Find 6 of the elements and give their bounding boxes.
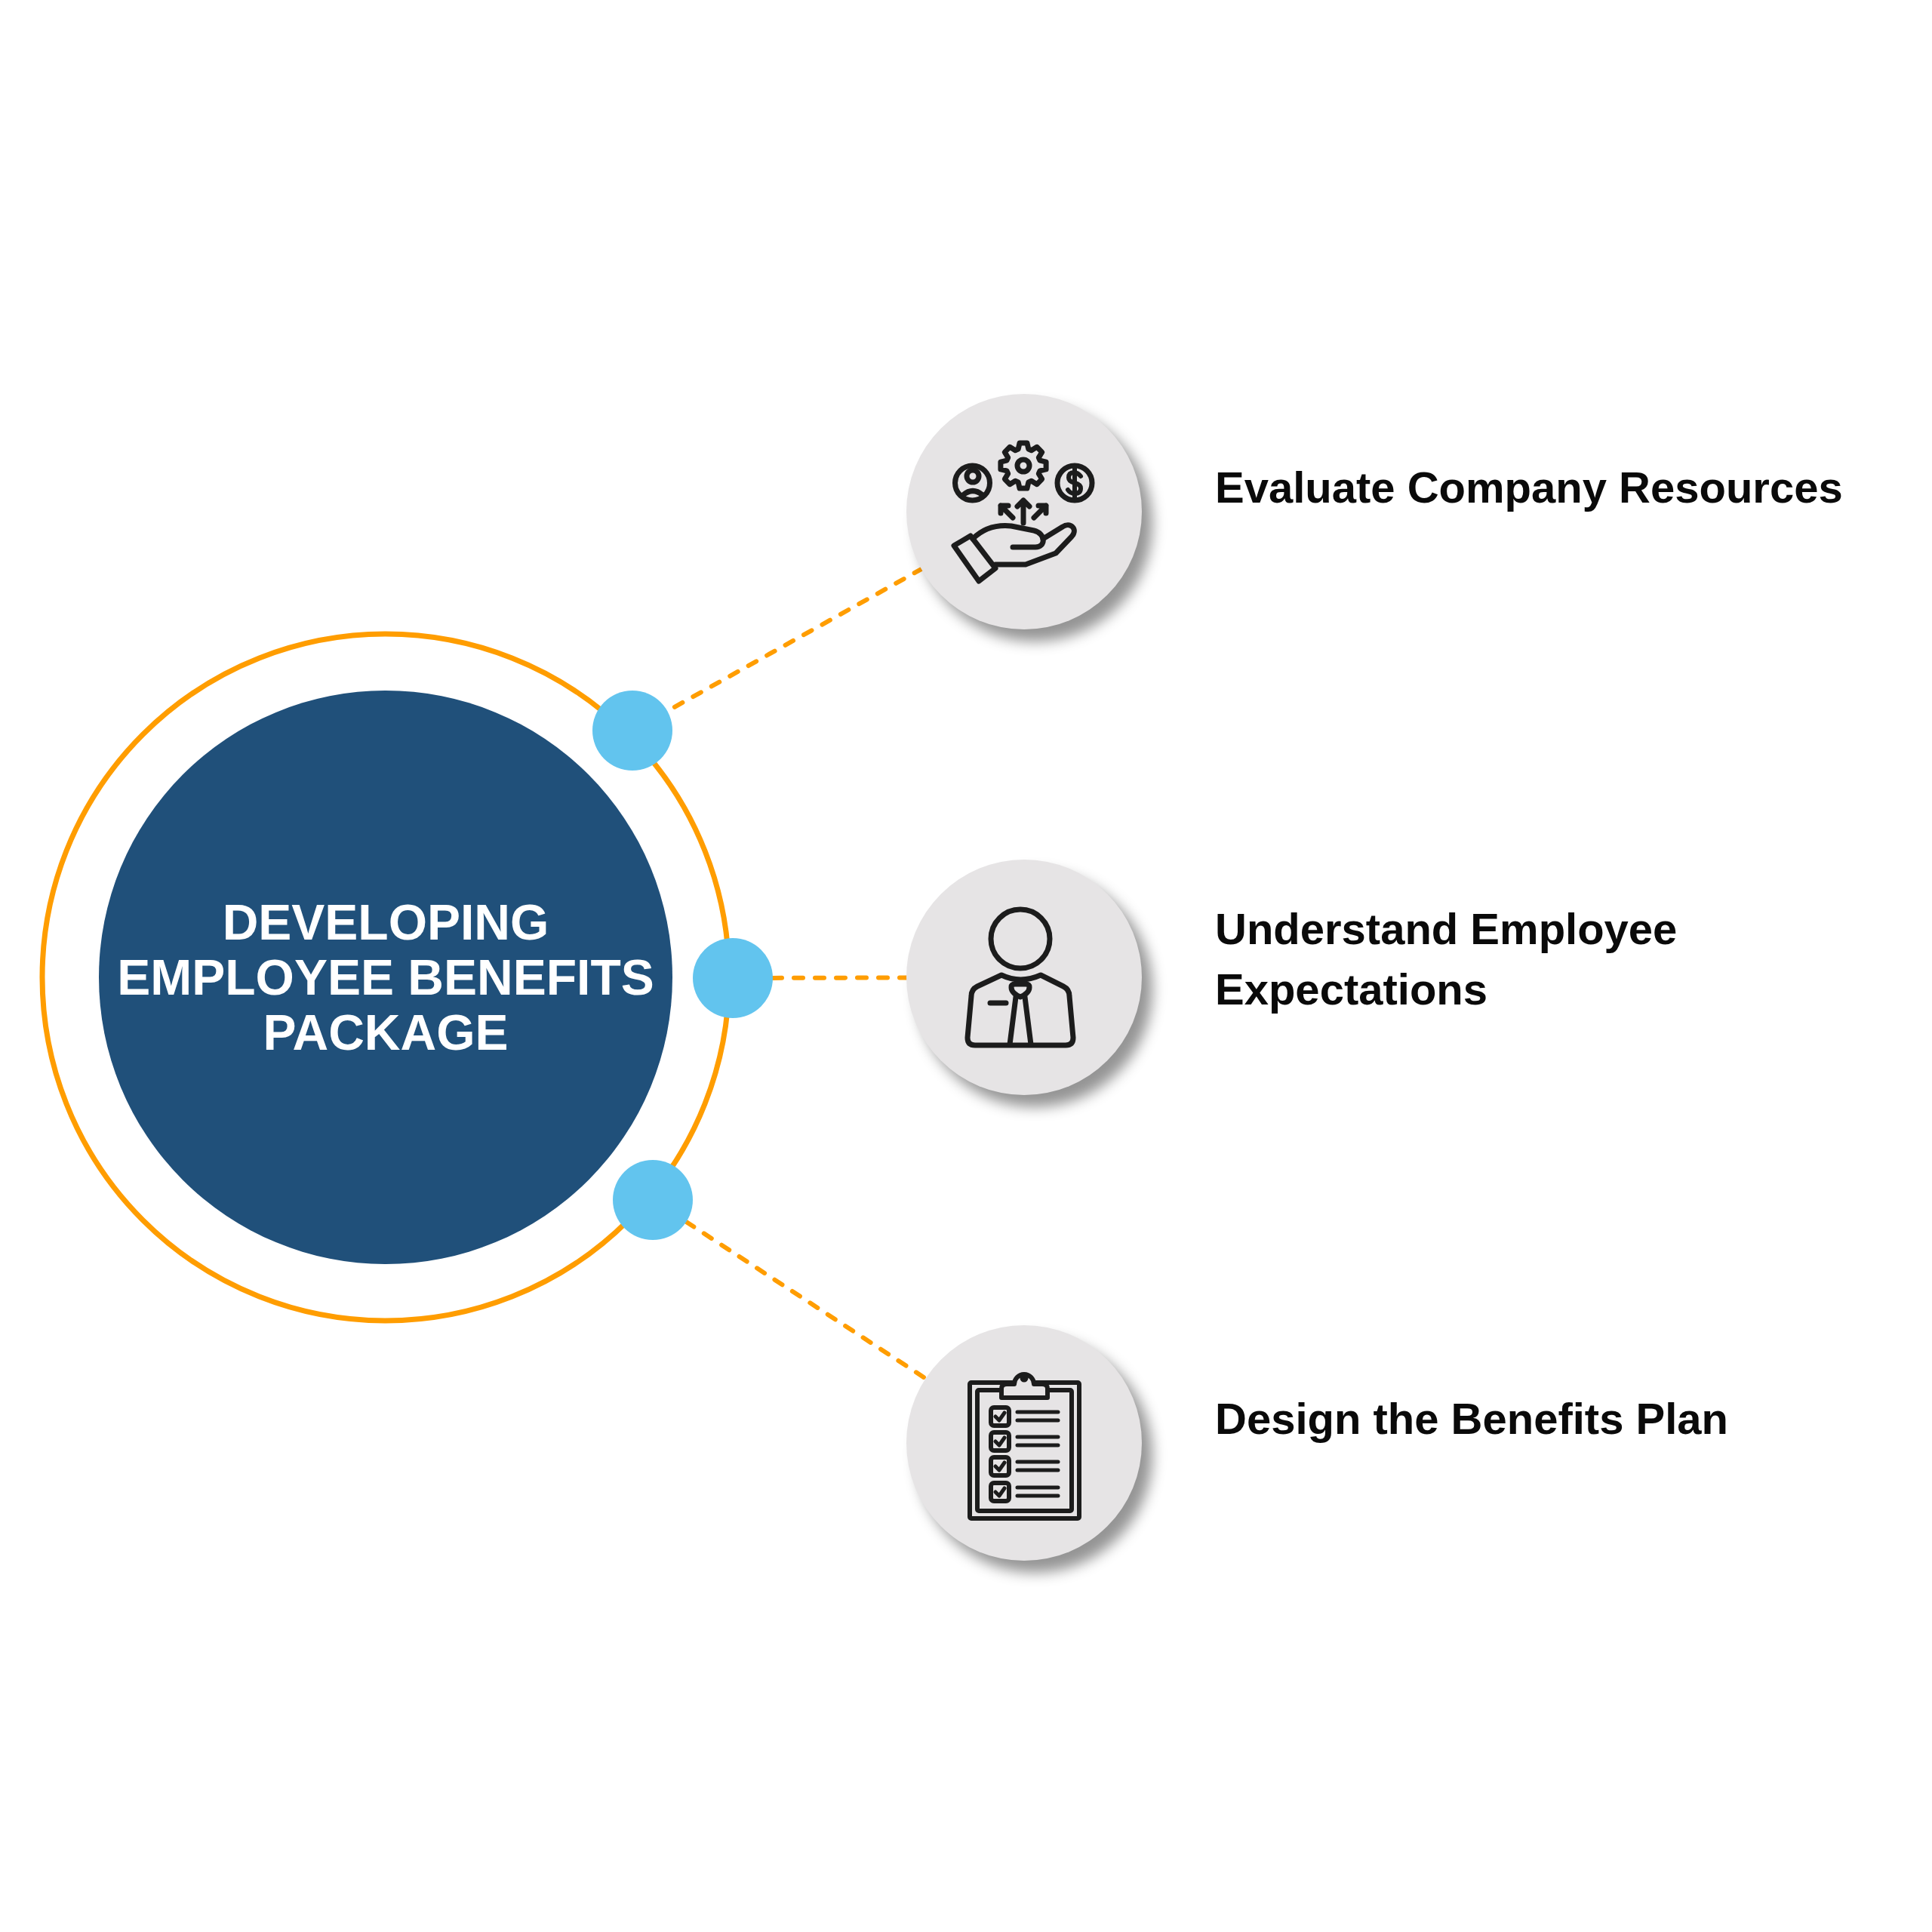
title-text: DEVELOPING EMPLOYEE BENEFITS PACKAGE (116, 894, 655, 1060)
step-label: Design the Benefits Plan (1215, 1393, 1729, 1444)
dashed-connector (684, 1220, 928, 1381)
step-label: Evaluate Company Resources (1215, 462, 1843, 513)
step-label: Understand Employee Expectations (1215, 903, 1678, 1015)
dashed-connector (672, 567, 924, 709)
